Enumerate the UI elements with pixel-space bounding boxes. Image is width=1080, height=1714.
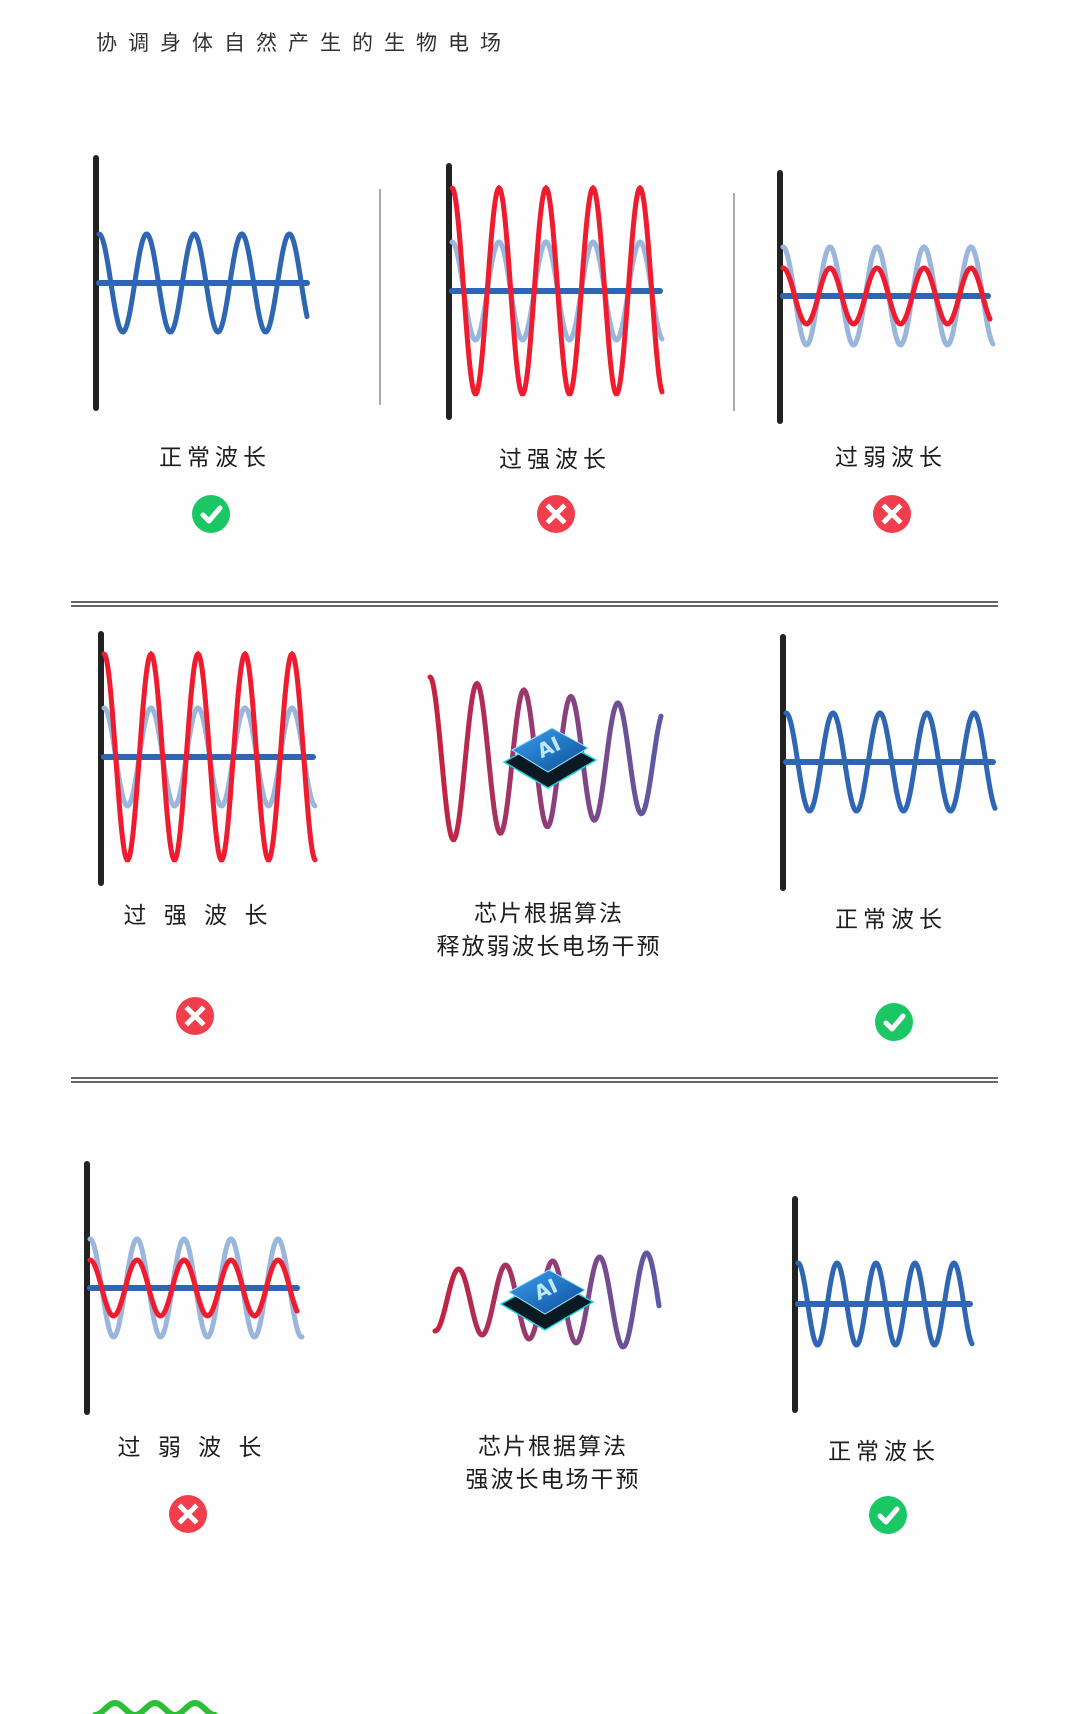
normal-wave	[96, 231, 310, 335]
label-normal-wavelength: 正常波长	[828, 1439, 940, 1465]
label-line-2: 释放弱波长电场干预	[436, 934, 662, 960]
check-circle-icon	[192, 495, 230, 533]
green-wave	[92, 1699, 218, 1714]
label-line-1: 芯片根据算法	[478, 1434, 628, 1460]
page-title: 协调身体自然产生的生物电场	[96, 31, 512, 55]
label-too-strong-wavelength: 过 强 波 长	[123, 903, 273, 929]
check-mark	[883, 1013, 906, 1032]
weak-wave	[87, 1257, 300, 1319]
strong-wave	[449, 184, 665, 397]
check-mark	[877, 1506, 900, 1525]
check-circle-icon	[875, 1003, 913, 1041]
check-mark	[200, 505, 223, 524]
label-too-weak-wavelength: 过弱波长	[835, 445, 947, 471]
label-line-1: 芯片根据算法	[474, 901, 624, 927]
x-mark	[184, 1005, 206, 1027]
strong-wave	[101, 650, 318, 863]
normal-wave	[795, 1260, 975, 1348]
normal-wave	[783, 710, 998, 814]
label-line-2: 强波长电场干预	[465, 1467, 641, 1493]
label-normal-wavelength: 正常波长	[159, 445, 271, 471]
check-circle-icon	[869, 1496, 907, 1534]
label-normal-wavelength: 正常波长	[835, 907, 947, 933]
label-too-strong-wavelength: 过强波长	[499, 447, 611, 473]
label-chip-weak-intervention: 芯片根据算法 释放弱波长电场干预	[437, 898, 662, 964]
x-mark	[177, 1503, 199, 1525]
chip-top	[511, 727, 589, 773]
label-too-weak-wavelength: 过 弱 波 长	[117, 1435, 267, 1461]
intervention-wave	[427, 674, 664, 843]
weak-wave	[780, 265, 993, 327]
x-mark	[881, 503, 903, 525]
label-chip-strong-intervention: 芯片根据算法 强波长电场干预	[466, 1431, 641, 1497]
chip-top	[508, 1269, 586, 1315]
x-mark	[545, 503, 567, 525]
